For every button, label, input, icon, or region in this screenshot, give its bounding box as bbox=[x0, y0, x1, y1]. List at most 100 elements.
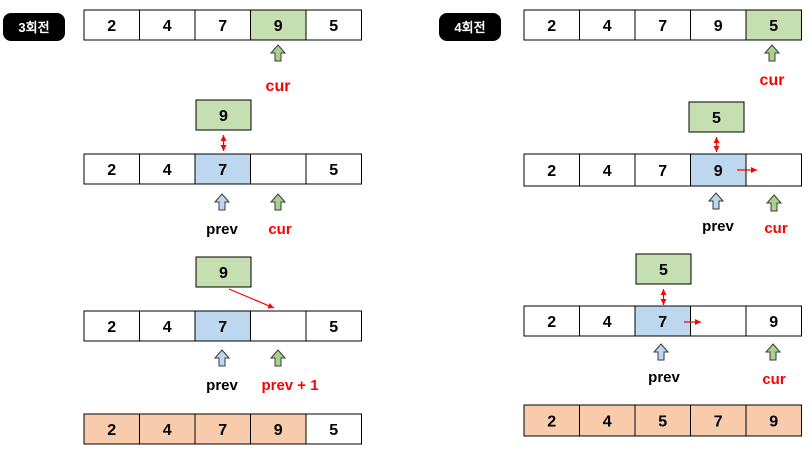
up-arrow-icon bbox=[269, 349, 287, 367]
array-cell-value: 5 bbox=[658, 414, 667, 431]
temp-box bbox=[635, 253, 692, 285]
array-cell-value: 5 bbox=[769, 18, 778, 35]
up-arrow-icon bbox=[764, 343, 782, 361]
array-cell-value: 5 bbox=[329, 422, 338, 439]
temp-box-value: 9 bbox=[219, 108, 228, 125]
array-cell-value: 7 bbox=[218, 18, 227, 35]
round-badge-label: 3회전 bbox=[18, 20, 49, 35]
array-cell-value: 4 bbox=[603, 414, 612, 431]
temp-box-value: 5 bbox=[659, 262, 668, 279]
round-badge bbox=[439, 13, 501, 41]
up-arrow-icon bbox=[269, 193, 287, 211]
array-cell-value: 4 bbox=[163, 162, 172, 179]
array-cell bbox=[745, 305, 802, 337]
prev-plus-one-label: prev + 1 bbox=[261, 377, 318, 394]
array-cell-value: 2 bbox=[547, 18, 556, 35]
array-cell bbox=[305, 310, 362, 342]
array-cell bbox=[523, 153, 580, 187]
array-cell bbox=[579, 404, 636, 437]
temp-box bbox=[688, 101, 745, 133]
array-cell bbox=[690, 9, 747, 41]
array-cell-value: 5 bbox=[329, 319, 338, 336]
array-cell-value: 9 bbox=[769, 314, 778, 331]
array-cell-value: 9 bbox=[274, 422, 283, 439]
array-cell bbox=[523, 404, 580, 437]
up-arrow-icon bbox=[652, 343, 670, 361]
array-row: 2 4 7 5 bbox=[83, 153, 362, 185]
up-arrow-icon bbox=[213, 193, 231, 211]
array-cell-value: 4 bbox=[163, 319, 172, 336]
array-cell bbox=[83, 153, 140, 185]
array-cell bbox=[250, 153, 307, 185]
array-cell-value: 4 bbox=[163, 18, 172, 35]
array-cell-value: 7 bbox=[714, 414, 723, 431]
array-cell-value: 7 bbox=[658, 163, 667, 180]
array-cell-value: 7 bbox=[218, 319, 227, 336]
array-row: 2 4 7 5 bbox=[83, 310, 362, 342]
array-cell bbox=[139, 413, 196, 445]
array-cell bbox=[690, 404, 747, 437]
array-cell-value: 9 bbox=[274, 18, 283, 35]
array-cell-value: 9 bbox=[714, 18, 723, 35]
array-cell bbox=[83, 310, 140, 342]
move-arrow bbox=[228, 288, 275, 309]
array-cell bbox=[745, 404, 802, 437]
temp-box bbox=[195, 99, 252, 131]
array-row: 2 4 7 9 5 bbox=[523, 9, 802, 41]
array-cell-value: 4 bbox=[603, 18, 612, 35]
round-badge bbox=[3, 13, 65, 41]
up-arrow-icon bbox=[763, 44, 781, 62]
round-badge-label: 4회전 bbox=[454, 20, 485, 35]
up-arrow-icon bbox=[707, 192, 725, 210]
array-cell-value: 2 bbox=[107, 319, 116, 336]
array-cell-value: 5 bbox=[329, 162, 338, 179]
array-cell-value: 7 bbox=[658, 314, 667, 331]
array-cell-value: 7 bbox=[218, 422, 227, 439]
cur-pointer-label: cur bbox=[764, 220, 788, 237]
prev-pointer-label: prev bbox=[648, 369, 680, 386]
array-cell-value: 2 bbox=[547, 163, 556, 180]
array-cell bbox=[194, 310, 251, 342]
array-cell bbox=[305, 153, 362, 185]
prev-pointer-label: prev bbox=[206, 377, 238, 394]
up-arrow-icon bbox=[269, 44, 287, 62]
cur-pointer-label: cur bbox=[266, 78, 291, 95]
cur-pointer-label: cur bbox=[760, 72, 785, 89]
array-cell-value: 2 bbox=[107, 18, 116, 35]
array-cell bbox=[579, 305, 636, 337]
array-cell bbox=[305, 9, 362, 41]
temp-box-value: 5 bbox=[712, 110, 721, 127]
array-cell bbox=[745, 9, 802, 41]
array-cell bbox=[523, 9, 580, 41]
temp-box bbox=[195, 256, 252, 288]
array-cell-value: 4 bbox=[603, 314, 612, 331]
array-cell bbox=[305, 413, 362, 445]
array-cell bbox=[139, 9, 196, 41]
array-row: 2 4 7 9 5 bbox=[83, 9, 362, 41]
array-cell bbox=[194, 413, 251, 445]
array-cell bbox=[250, 310, 307, 342]
cur-pointer-label: cur bbox=[268, 221, 292, 238]
array-cell-value: 4 bbox=[603, 163, 612, 180]
array-cell-value: 7 bbox=[218, 162, 227, 179]
array-cell-value: 9 bbox=[714, 163, 723, 180]
array-row: 2 4 7 9 bbox=[523, 305, 802, 337]
right-panel: 4회전 2 4 7 9 5 cur 5 2 4 7 9 prev cur 5 2 4 7 9 pre… bbox=[439, 9, 802, 437]
up-arrow-icon bbox=[765, 194, 783, 212]
temp-box-value: 9 bbox=[219, 265, 228, 282]
prev-pointer-label: prev bbox=[206, 221, 238, 238]
array-cell bbox=[579, 153, 636, 187]
array-cell-value: 7 bbox=[658, 18, 667, 35]
up-arrow-icon bbox=[213, 349, 231, 367]
array-cell-value: 2 bbox=[547, 314, 556, 331]
array-cell-value: 2 bbox=[107, 162, 116, 179]
prev-pointer-label: prev bbox=[702, 218, 734, 235]
array-row: 2 4 7 9 bbox=[523, 153, 802, 187]
array-cell bbox=[690, 305, 747, 337]
array-cell-value: 4 bbox=[163, 422, 172, 439]
array-cell-value: 5 bbox=[329, 18, 338, 35]
array-cell bbox=[634, 153, 691, 187]
